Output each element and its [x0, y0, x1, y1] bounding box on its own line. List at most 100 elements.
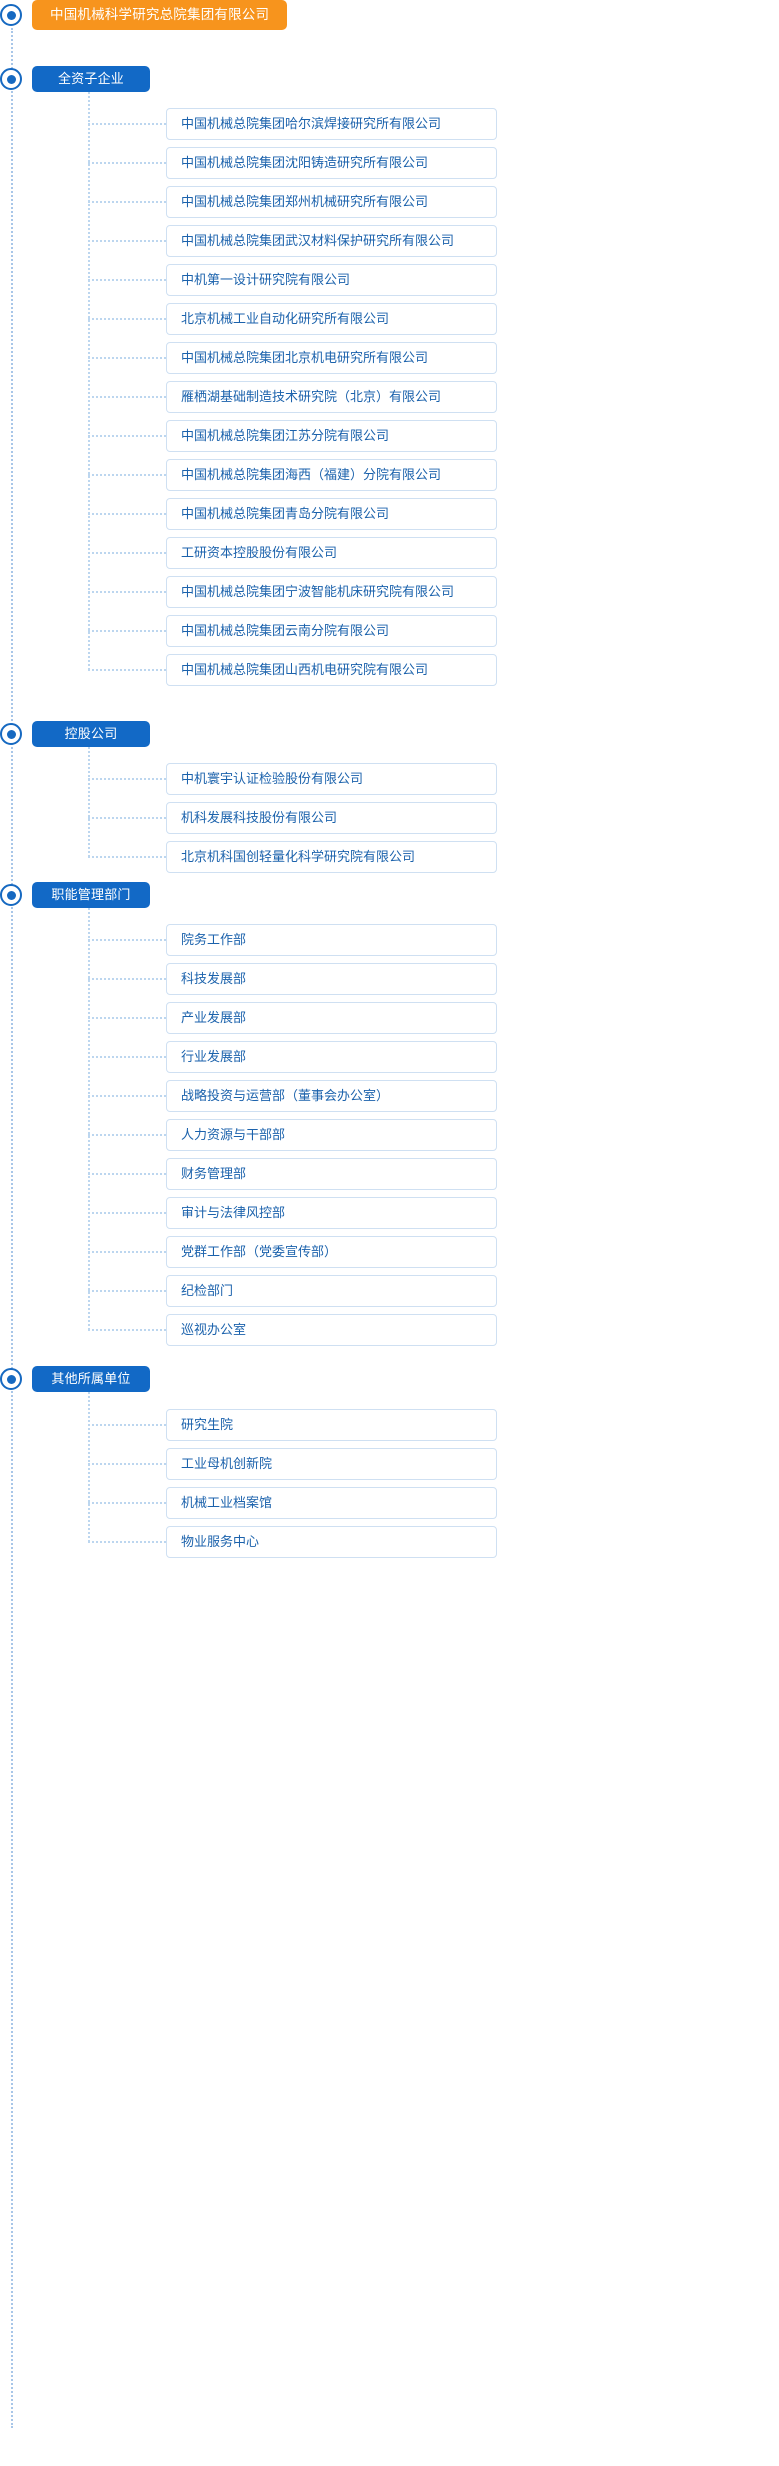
leaf-node: 中国机械总院集团宁波智能机床研究院有限公司 — [88, 576, 497, 608]
radio-node-icon[interactable] — [0, 4, 22, 26]
group-1: 全资子企业中国机械总院集团哈尔滨焊接研究所有限公司中国机械总院集团沈阳铸造研究所… — [0, 66, 779, 686]
leaf-connector-line — [88, 1329, 166, 1331]
leaf-node-label[interactable]: 中国机械总院集团哈尔滨焊接研究所有限公司 — [166, 108, 497, 140]
leaf-connector-line — [88, 1424, 166, 1426]
group-header-row: 职能管理部门 — [0, 882, 779, 908]
leaf-node-label[interactable]: 中国机械总院集团宁波智能机床研究院有限公司 — [166, 576, 497, 608]
leaf-node: 财务管理部 — [88, 1158, 497, 1190]
leaf-node: 科技发展部 — [88, 963, 497, 995]
leaf-node: 人力资源与干部部 — [88, 1119, 497, 1151]
leaf-connector-line — [88, 1251, 166, 1253]
leaf-node: 行业发展部 — [88, 1041, 497, 1073]
leaf-node: 中机寰宇认证检验股份有限公司 — [88, 763, 497, 795]
leaf-node-label[interactable]: 中国机械总院集团江苏分院有限公司 — [166, 420, 497, 452]
leaf-node-label[interactable]: 战略投资与运营部（董事会办公室） — [166, 1080, 497, 1112]
leaf-node: 北京机械工业自动化研究所有限公司 — [88, 303, 497, 335]
group-branch-rail — [88, 1392, 90, 1542]
root-node-label[interactable]: 中国机械科学研究总院集团有限公司 — [32, 0, 288, 30]
leaf-node-label[interactable]: 行业发展部 — [166, 1041, 497, 1073]
leaf-node: 中国机械总院集团郑州机械研究所有限公司 — [88, 186, 497, 218]
leaf-connector-line — [88, 1017, 166, 1019]
group-branch-rail — [88, 92, 90, 670]
leaf-connector-line — [88, 357, 166, 359]
radio-node-icon[interactable] — [0, 884, 22, 906]
group-label[interactable]: 控股公司 — [32, 721, 150, 747]
leaf-node-label[interactable]: 党群工作部（党委宣传部） — [166, 1236, 497, 1268]
leaf-node-label[interactable]: 纪检部门 — [166, 1275, 497, 1307]
leaf-node-label[interactable]: 雁栖湖基础制造技术研究院（北京）有限公司 — [166, 381, 497, 413]
leaf-node: 机械工业档案馆 — [88, 1487, 497, 1519]
leaf-connector-line — [88, 1502, 166, 1504]
leaf-node: 中国机械总院集团青岛分院有限公司 — [88, 498, 497, 530]
leaf-node-label[interactable]: 财务管理部 — [166, 1158, 497, 1190]
leaf-connector-line — [88, 396, 166, 398]
leaf-node-label[interactable]: 研究生院 — [166, 1409, 497, 1441]
leaf-node-label[interactable]: 审计与法律风控部 — [166, 1197, 497, 1229]
leaf-node: 中国机械总院集团哈尔滨焊接研究所有限公司 — [88, 108, 497, 140]
group-header-row: 全资子企业 — [0, 66, 779, 92]
group-label[interactable]: 职能管理部门 — [32, 882, 150, 908]
leaf-node: 工业母机创新院 — [88, 1448, 497, 1480]
leaf-node: 中国机械总院集团武汉材料保护研究所有限公司 — [88, 225, 497, 257]
leaf-node-label[interactable]: 北京机械工业自动化研究所有限公司 — [166, 303, 497, 335]
leaf-node-label[interactable]: 人力资源与干部部 — [166, 1119, 497, 1151]
leaf-node-label[interactable]: 巡视办公室 — [166, 1314, 497, 1346]
leaf-node: 中国机械总院集团山西机电研究院有限公司 — [88, 654, 497, 686]
group-header-row: 其他所属单位 — [0, 1366, 779, 1392]
group-3: 职能管理部门院务工作部科技发展部产业发展部行业发展部战略投资与运营部（董事会办公… — [0, 882, 779, 1346]
leaf-node-label[interactable]: 中国机械总院集团沈阳铸造研究所有限公司 — [166, 147, 497, 179]
leaf-node: 雁栖湖基础制造技术研究院（北京）有限公司 — [88, 381, 497, 413]
group-4: 其他所属单位研究生院工业母机创新院机械工业档案馆物业服务中心 — [0, 1366, 779, 1558]
leaf-node-label[interactable]: 物业服务中心 — [166, 1526, 497, 1558]
leaf-node-label[interactable]: 机械工业档案馆 — [166, 1487, 497, 1519]
leaf-node-label[interactable]: 工研资本控股股份有限公司 — [166, 537, 497, 569]
leaf-node: 工研资本控股股份有限公司 — [88, 537, 497, 569]
leaf-node-label[interactable]: 产业发展部 — [166, 1002, 497, 1034]
radio-node-icon[interactable] — [0, 1368, 22, 1390]
leaf-node-label[interactable]: 院务工作部 — [166, 924, 497, 956]
leaf-node-label[interactable]: 中国机械总院集团北京机电研究所有限公司 — [166, 342, 497, 374]
leaf-node: 物业服务中心 — [88, 1526, 497, 1558]
leaf-node: 中国机械总院集团北京机电研究所有限公司 — [88, 342, 497, 374]
leaf-node: 中国机械总院集团海西（福建）分院有限公司 — [88, 459, 497, 491]
leaf-node-label[interactable]: 中国机械总院集团云南分院有限公司 — [166, 615, 497, 647]
leaf-connector-line — [88, 778, 166, 780]
leaf-node-label[interactable]: 中国机械总院集团海西（福建）分院有限公司 — [166, 459, 497, 491]
leaf-connector-line — [88, 318, 166, 320]
leaf-node-label[interactable]: 北京机科国创轻量化科学研究院有限公司 — [166, 841, 497, 873]
leaf-node: 党群工作部（党委宣传部） — [88, 1236, 497, 1268]
leaf-node: 中国机械总院集团沈阳铸造研究所有限公司 — [88, 147, 497, 179]
leaf-connector-line — [88, 240, 166, 242]
leaf-node-label[interactable]: 工业母机创新院 — [166, 1448, 497, 1480]
group-label[interactable]: 其他所属单位 — [32, 1366, 150, 1392]
leaf-node-label[interactable]: 中国机械总院集团武汉材料保护研究所有限公司 — [166, 225, 497, 257]
leaf-node-label[interactable]: 中机第一设计研究院有限公司 — [166, 264, 497, 296]
leaf-node: 中国机械总院集团江苏分院有限公司 — [88, 420, 497, 452]
leaf-connector-line — [88, 856, 166, 858]
leaf-connector-line — [88, 201, 166, 203]
group-branch-rail — [88, 747, 90, 857]
leaf-connector-line — [88, 279, 166, 281]
leaf-connector-line — [88, 1463, 166, 1465]
group-label[interactable]: 全资子企业 — [32, 66, 150, 92]
leaf-node-label[interactable]: 中机寰宇认证检验股份有限公司 — [166, 763, 497, 795]
leaf-node-label[interactable]: 中国机械总院集团山西机电研究院有限公司 — [166, 654, 497, 686]
leaf-connector-line — [88, 1212, 166, 1214]
leaf-connector-line — [88, 123, 166, 125]
leaf-node-label[interactable]: 中国机械总院集团青岛分院有限公司 — [166, 498, 497, 530]
leaf-connector-line — [88, 817, 166, 819]
leaf-node: 研究生院 — [88, 1409, 497, 1441]
leaf-node-label[interactable]: 机科发展科技股份有限公司 — [166, 802, 497, 834]
leaf-node-label[interactable]: 科技发展部 — [166, 963, 497, 995]
leaf-node: 战略投资与运营部（董事会办公室） — [88, 1080, 497, 1112]
leaf-connector-line — [88, 474, 166, 476]
radio-node-icon[interactable] — [0, 68, 22, 90]
leaf-node: 中机第一设计研究院有限公司 — [88, 264, 497, 296]
leaf-node: 审计与法律风控部 — [88, 1197, 497, 1229]
leaf-connector-line — [88, 552, 166, 554]
leaf-node-label[interactable]: 中国机械总院集团郑州机械研究所有限公司 — [166, 186, 497, 218]
leaf-connector-line — [88, 978, 166, 980]
leaf-connector-line — [88, 1095, 166, 1097]
radio-node-icon[interactable] — [0, 723, 22, 745]
